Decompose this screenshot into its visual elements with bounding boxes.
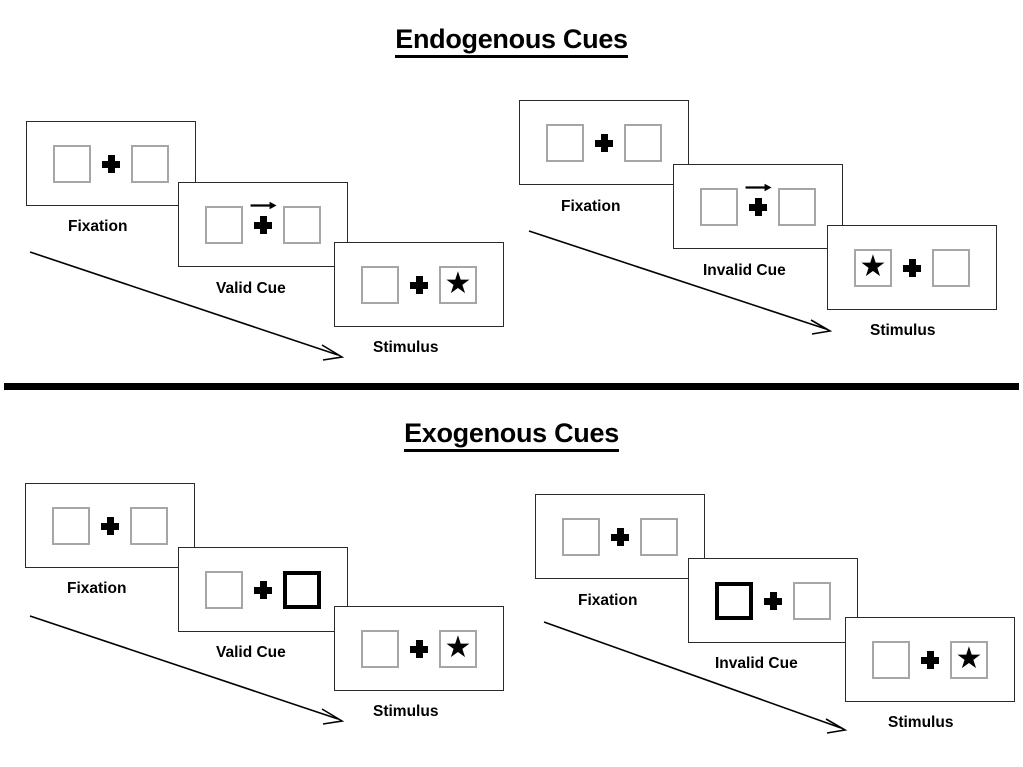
panel-exogenous-valid-stimulus: ★ <box>334 606 504 691</box>
fixation-cross-icon <box>399 639 439 658</box>
placeholder-box-right <box>640 517 678 556</box>
fixation-cross-icon <box>753 591 793 610</box>
panel-label-endogenous-valid-cue: Valid Cue <box>216 280 286 297</box>
placeholder-box-left <box>361 265 399 304</box>
panel-endogenous-invalid-fixation <box>519 100 689 185</box>
panel-label-exogenous-valid-stimulus: Stimulus <box>373 703 439 720</box>
placeholder-box-left <box>361 629 399 668</box>
fixation-cross-icon <box>243 201 283 234</box>
stimulus-display-row <box>52 506 168 545</box>
stimulus-display-row: ★ <box>854 248 970 287</box>
fixation-cross-icon <box>738 183 778 216</box>
panel-endogenous-invalid-stimulus: ★ <box>827 225 997 310</box>
panel-label-exogenous-invalid-fixation: Fixation <box>578 592 638 609</box>
stimulus-display-row <box>546 123 662 162</box>
placeholder-box-left-target: ★ <box>854 248 892 287</box>
panel-label-exogenous-valid-fixation: Fixation <box>67 580 127 597</box>
panel-label-exogenous-invalid-cue: Invalid Cue <box>715 655 798 672</box>
placeholder-box-right <box>793 581 831 620</box>
stimulus-display-row: ★ <box>361 629 477 668</box>
cue-arrow-right-icon <box>250 201 277 209</box>
placeholder-box-left <box>872 640 910 679</box>
section-title-exogenous-text: Exogenous Cues <box>404 418 619 452</box>
star-icon: ★ <box>444 267 472 300</box>
panel-label-endogenous-valid-stimulus: Stimulus <box>373 339 439 356</box>
placeholder-box-left <box>53 144 91 183</box>
placeholder-box-left <box>205 205 243 244</box>
section-title-endogenous-text: Endogenous Cues <box>395 24 628 58</box>
stimulus-display-row <box>53 144 169 183</box>
panel-label-endogenous-invalid-cue: Invalid Cue <box>703 262 786 279</box>
fixation-cross-icon <box>243 580 283 599</box>
fixation-cross-icon <box>910 650 950 669</box>
section-title-exogenous: Exogenous Cues <box>0 418 1023 452</box>
placeholder-box-left <box>700 187 738 226</box>
panel-label-exogenous-invalid-stimulus: Stimulus <box>888 714 954 731</box>
placeholder-box-right <box>283 205 321 244</box>
fixation-cross-icon <box>90 516 130 535</box>
placeholder-box-left <box>562 517 600 556</box>
fixation-cross-icon <box>91 154 131 173</box>
placeholder-box-right-target: ★ <box>950 640 988 679</box>
placeholder-box-left <box>205 570 243 609</box>
placeholder-box-right <box>130 506 168 545</box>
panel-endogenous-valid-stimulus: ★ <box>334 242 504 327</box>
placeholder-box-right <box>932 248 970 287</box>
cue-arrow-right-icon <box>745 183 772 191</box>
placeholder-box-left <box>52 506 90 545</box>
section-title-endogenous: Endogenous Cues <box>0 24 1023 58</box>
panel-exogenous-valid-fixation <box>25 483 195 568</box>
panel-label-endogenous-valid-fixation: Fixation <box>68 218 128 235</box>
section-divider <box>4 383 1019 390</box>
panel-exogenous-invalid-fixation <box>535 494 705 579</box>
panel-exogenous-invalid-cue <box>688 558 858 643</box>
fixation-cross-icon <box>399 275 439 294</box>
panel-endogenous-valid-cue <box>178 182 348 267</box>
star-icon: ★ <box>955 642 983 675</box>
stimulus-display-row <box>700 183 816 226</box>
fixation-cross-icon <box>600 527 640 546</box>
panel-exogenous-valid-cue <box>178 547 348 632</box>
placeholder-box-left-cued <box>715 581 753 620</box>
placeholder-box-right <box>624 123 662 162</box>
stimulus-display-row <box>205 201 321 244</box>
stimulus-display-row: ★ <box>361 265 477 304</box>
panel-label-endogenous-invalid-fixation: Fixation <box>561 198 621 215</box>
fixation-cross-icon <box>892 258 932 277</box>
stimulus-display-row <box>205 570 321 609</box>
placeholder-box-right-cued <box>283 570 321 609</box>
placeholder-box-right <box>778 187 816 226</box>
fixation-cross-icon <box>584 133 624 152</box>
placeholder-box-left <box>546 123 584 162</box>
panel-exogenous-invalid-stimulus: ★ <box>845 617 1015 702</box>
panel-label-exogenous-valid-cue: Valid Cue <box>216 644 286 661</box>
stimulus-display-row: ★ <box>872 640 988 679</box>
star-icon: ★ <box>444 631 472 664</box>
placeholder-box-right-target: ★ <box>439 629 477 668</box>
stimulus-display-row <box>715 581 831 620</box>
placeholder-box-right <box>131 144 169 183</box>
panel-label-endogenous-invalid-stimulus: Stimulus <box>870 322 936 339</box>
panel-endogenous-invalid-cue <box>673 164 843 249</box>
star-icon: ★ <box>859 250 887 283</box>
panel-endogenous-valid-fixation <box>26 121 196 206</box>
placeholder-box-right-target: ★ <box>439 265 477 304</box>
stimulus-display-row <box>562 517 678 556</box>
